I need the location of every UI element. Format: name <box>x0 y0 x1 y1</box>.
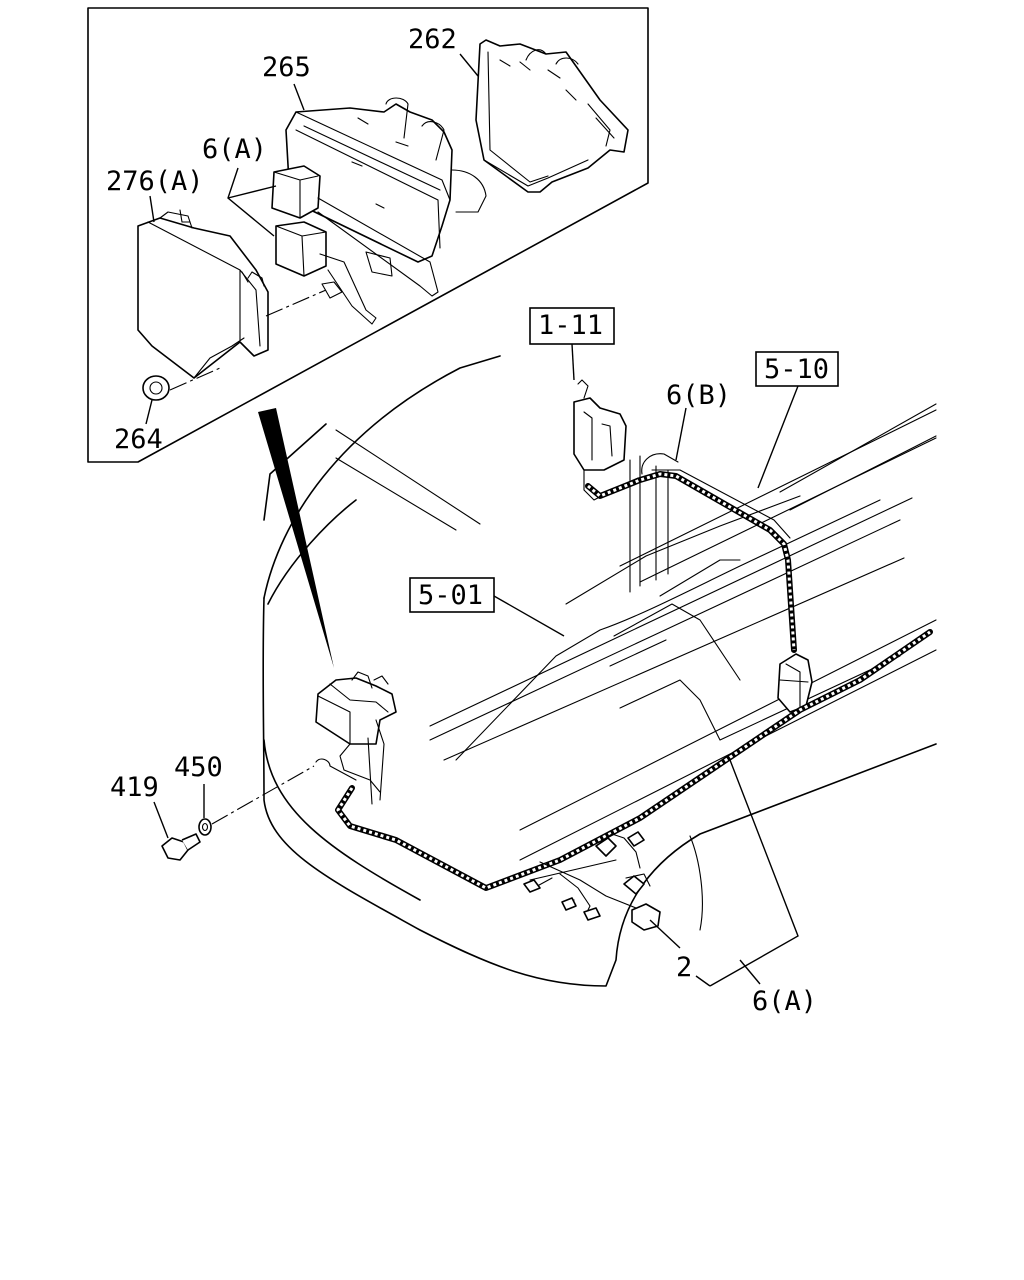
cover-262 <box>475 39 629 193</box>
nut-264 <box>142 375 170 401</box>
label-2: 2 <box>676 952 692 983</box>
label-1-11: 1-11 <box>538 310 603 341</box>
ref-box-1-11 <box>529 307 615 345</box>
label-6a-inset: 6(A) <box>202 134 267 165</box>
relay-box-assembly <box>315 671 397 805</box>
control-module-276a <box>137 209 269 379</box>
label-5-01: 5-01 <box>418 580 483 611</box>
label-264: 264 <box>114 424 163 455</box>
fuse-box-265 <box>285 97 487 263</box>
label-6b: 6(B) <box>666 380 731 411</box>
harness-6b <box>585 453 797 653</box>
connector-6b <box>777 653 813 713</box>
inset-detail-panel <box>87 7 649 463</box>
label-265: 265 <box>262 52 311 83</box>
bolt-419 <box>161 833 201 861</box>
washer-450 <box>198 818 212 836</box>
label-6a-main: 6(A) <box>752 986 817 1017</box>
small-connectors <box>523 831 645 921</box>
label-5-10: 5-10 <box>764 354 829 385</box>
label-450: 450 <box>174 752 223 783</box>
vehicle-body <box>262 355 937 987</box>
ecu-1-11 <box>573 379 639 501</box>
relay-6a-lower <box>275 221 327 277</box>
ref-box-5-01 <box>409 577 495 613</box>
label-419: 419 <box>110 772 159 803</box>
ref-box-5-10 <box>755 351 839 387</box>
label-262: 262 <box>408 24 457 55</box>
callout-arrow <box>258 408 334 668</box>
label-276a: 276(A) <box>106 166 204 197</box>
relay-6a-upper <box>271 165 321 219</box>
